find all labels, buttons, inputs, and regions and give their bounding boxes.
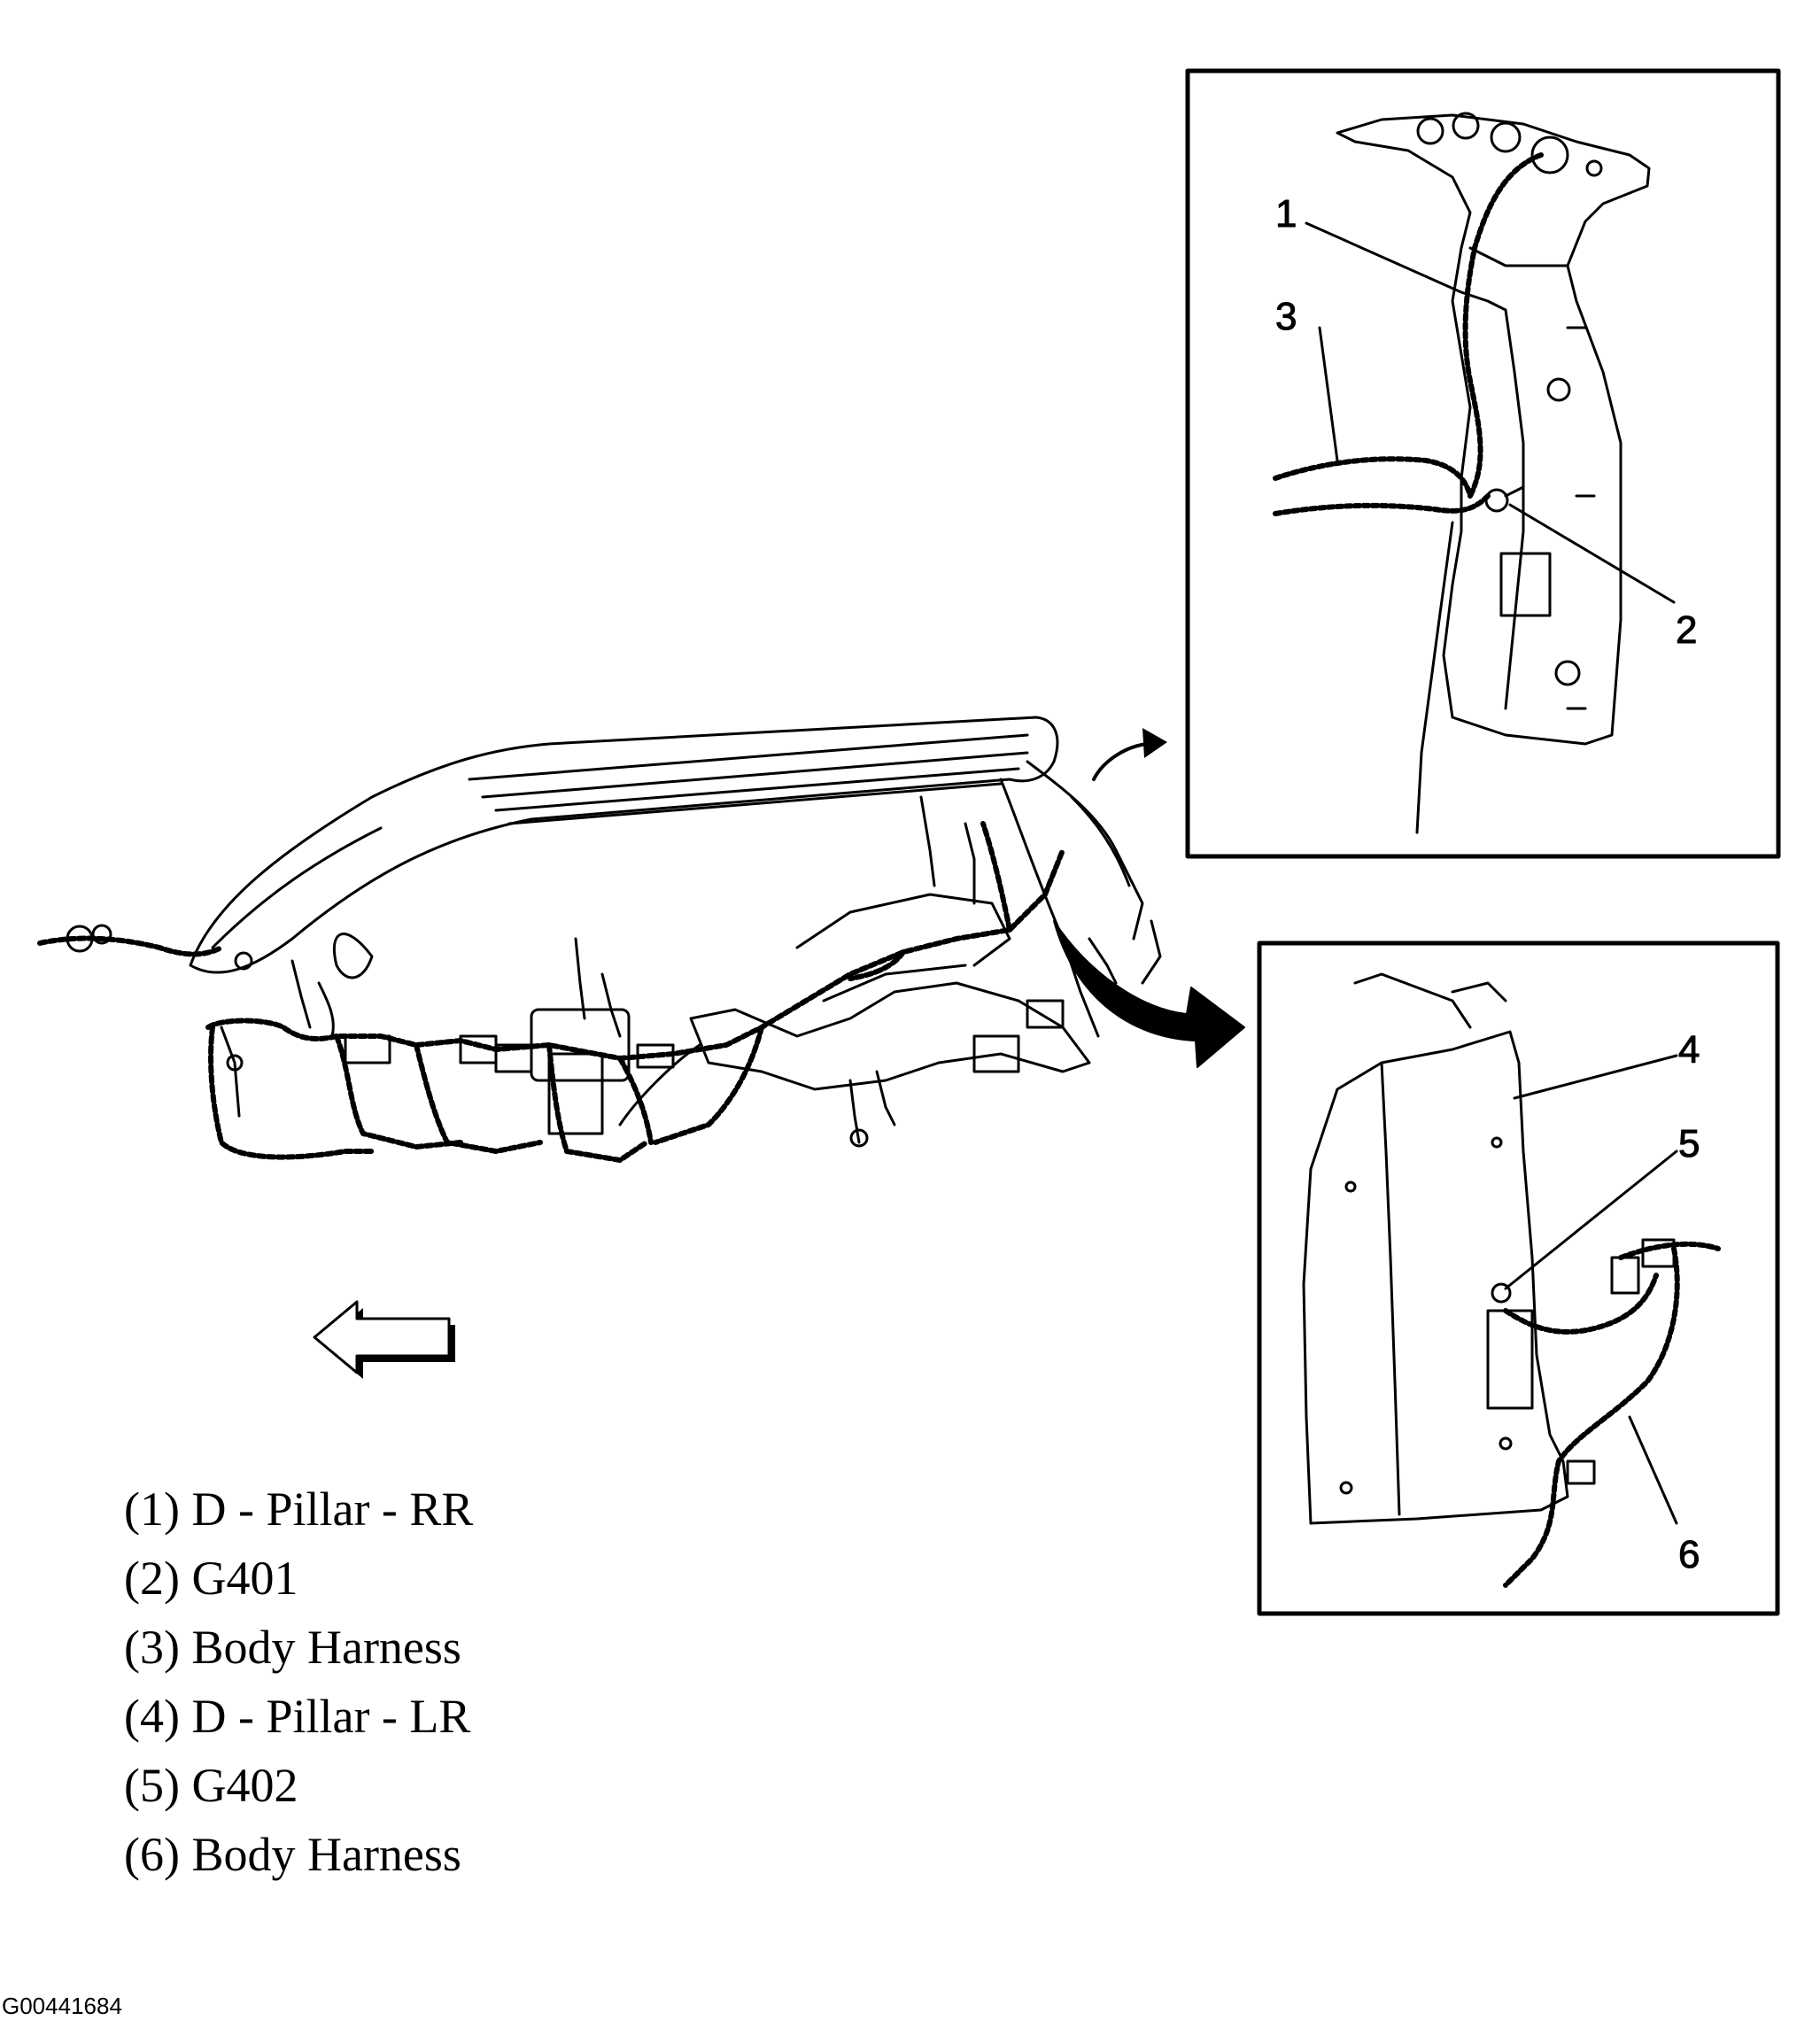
- detail-box-rr-pillar: 1 3 2: [1185, 68, 1781, 859]
- callout-1: 1: [1275, 192, 1297, 236]
- callout-3: 3: [1275, 295, 1297, 338]
- detail-box-lr-pillar: 4 5 6: [1257, 941, 1780, 1616]
- detail-pointer-arrow-icon: [1053, 920, 1245, 1068]
- legend-item: (4) D - Pillar - LR: [124, 1690, 471, 1743]
- callout-4: 4: [1678, 1028, 1700, 1072]
- vehicle-body-harness-overview: [37, 716, 1162, 1163]
- legend: (1) D - Pillar - RR (2) G401 (3) Body Ha…: [124, 1475, 473, 1889]
- legend-item: (5) G402: [124, 1759, 298, 1812]
- direction-arrow-left-icon: [313, 1300, 455, 1379]
- detail-pointer-arrow-icon: [1092, 728, 1167, 781]
- callout-2: 2: [1676, 608, 1697, 652]
- callout-5: 5: [1678, 1122, 1700, 1165]
- legend-item: (1) D - Pillar - RR: [124, 1482, 474, 1536]
- callout-6: 6: [1678, 1533, 1700, 1576]
- legend-item: (6) Body Harness: [124, 1828, 461, 1881]
- legend-item: (2) G401: [124, 1552, 298, 1605]
- legend-item: (3) Body Harness: [124, 1621, 461, 1674]
- figure-id: G00441684: [2, 1993, 122, 2019]
